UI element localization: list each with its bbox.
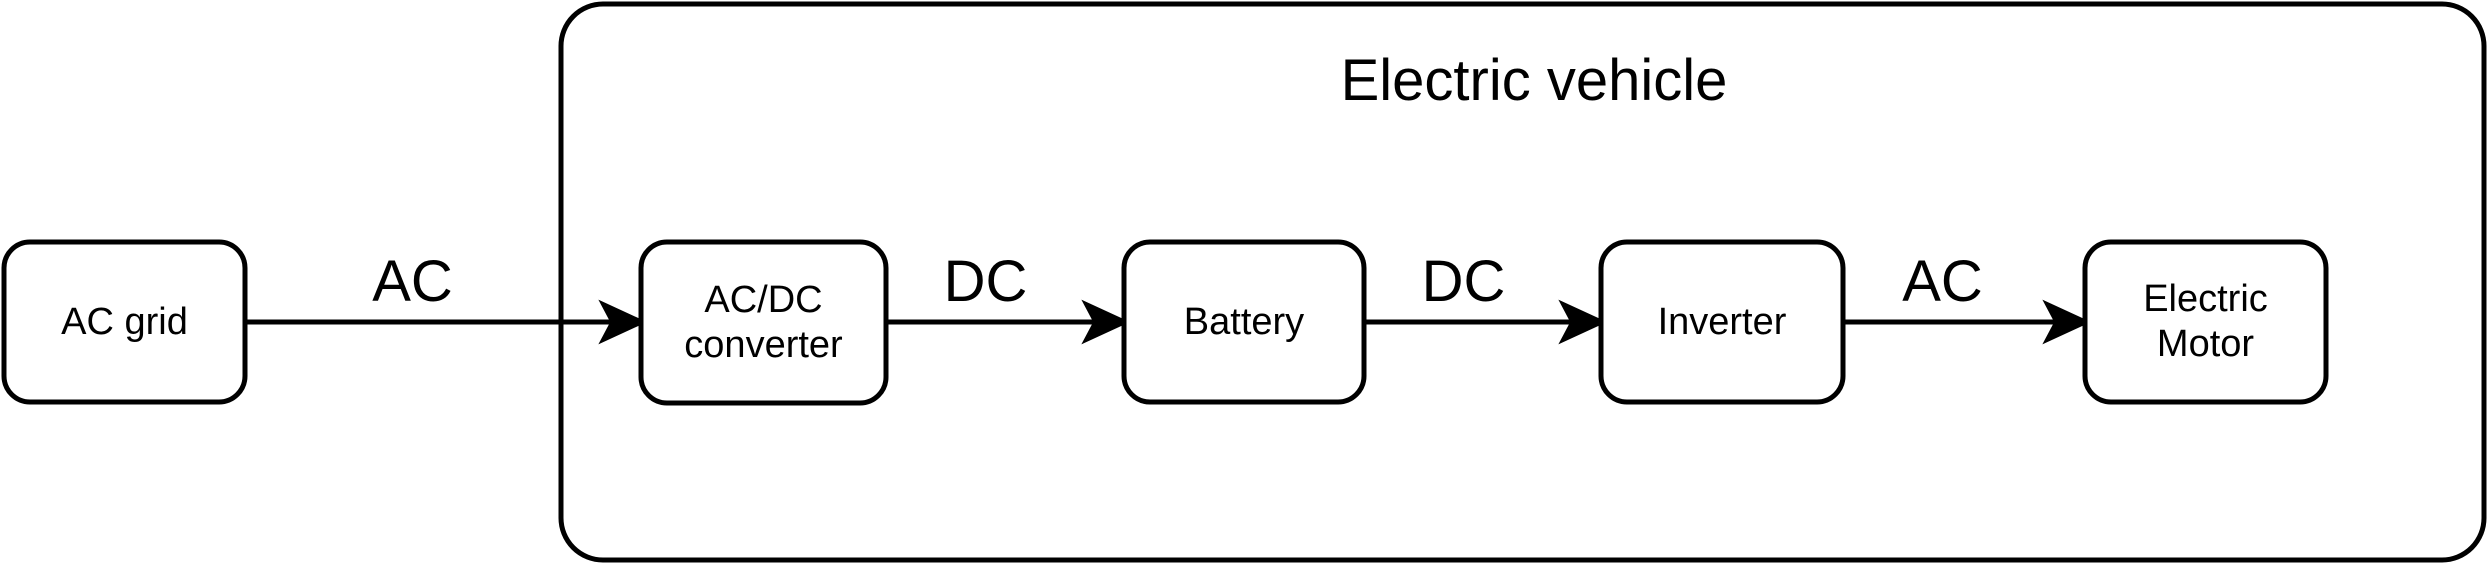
node-box-electric-motor[interactable] bbox=[2082, 239, 2329, 405]
group-container-electric-vehicle[interactable] bbox=[558, 1, 2487, 563]
arrowhead-icon bbox=[1081, 299, 1130, 345]
node-box-inverter[interactable] bbox=[1598, 239, 1846, 405]
edge-inverter-to-motor[interactable] bbox=[1843, 299, 2091, 345]
node-box-ac-dc-converter[interactable] bbox=[638, 239, 889, 406]
node-box-ac-grid[interactable] bbox=[1, 239, 248, 405]
arrowhead-icon bbox=[598, 299, 647, 345]
edge-grid-to-converter[interactable] bbox=[245, 299, 647, 345]
arrowhead-icon bbox=[1558, 299, 1607, 345]
node-box-battery[interactable] bbox=[1121, 239, 1367, 405]
edge-battery-to-inverter[interactable] bbox=[1364, 299, 1607, 345]
arrowhead-icon bbox=[2042, 299, 2091, 345]
edge-converter-to-battery[interactable] bbox=[886, 299, 1130, 345]
